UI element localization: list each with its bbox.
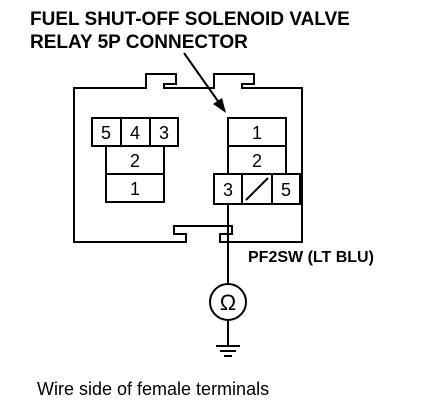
pin-2-label: 2 [252, 151, 262, 171]
pin-3-label: 3 [159, 123, 169, 143]
title-line-2: RELAY 5P CONNECTOR [30, 32, 248, 53]
ohm-symbol: Ω [220, 290, 236, 315]
ohmmeter-icon: Ω [209, 283, 247, 321]
pin-1-label: 1 [130, 179, 140, 199]
pin-2-label: 2 [130, 151, 140, 171]
unused-terminal-slash [245, 177, 269, 201]
leader-arrow [183, 52, 226, 113]
caption: Wire side of female terminals [37, 379, 269, 399]
wire-label: PF2SW (LT BLU) [248, 249, 374, 266]
title-line-1: FUEL SHUT-OFF SOLENOID VALVE [30, 9, 350, 30]
pin-1-label: 1 [252, 123, 262, 143]
pin-3-label: 3 [223, 180, 233, 200]
right-terminal-block: 1 2 3 5 [213, 117, 301, 205]
ground-icon [216, 345, 240, 357]
pin-5-label: 5 [101, 123, 111, 143]
pin-4-label: 4 [130, 123, 140, 143]
connector-housing [73, 73, 303, 243]
pin-5-label: 5 [281, 180, 291, 200]
left-terminal-block: 5 4 3 2 1 [91, 117, 179, 203]
